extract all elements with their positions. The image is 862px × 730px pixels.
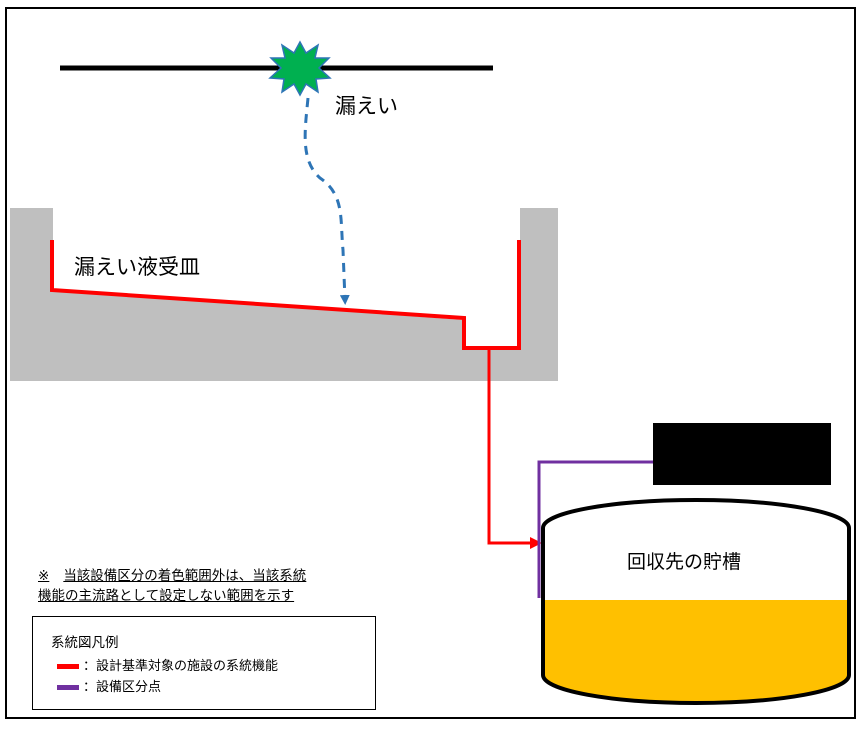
scope-note-line1: ※ 当該設備区分の着色範囲外は、当該系統: [38, 566, 306, 586]
legend-purple-swatch: [57, 685, 79, 690]
scope-note: ※ 当該設備区分の着色範囲外は、当該系統 機能の主流路として設定しない範囲を示す: [38, 566, 306, 606]
drain-system-line: [487, 348, 542, 549]
legend-red-swatch: [57, 664, 79, 669]
redacted-box: [653, 423, 831, 485]
tank-liquid: [543, 600, 849, 703]
legend-title: 系統図凡例: [51, 635, 119, 651]
legend-item-label: ：設備区分点: [83, 680, 162, 695]
legend-box: 系統図凡例 ：設計基準対象の施設の系統機能 ：設備区分点: [32, 616, 376, 710]
leak-label: 漏えい: [335, 94, 398, 118]
recovery-tank-label: 回収先の貯槽: [627, 551, 742, 573]
tray-system-line: [50, 240, 521, 350]
legend-item-boundary-point: ：設備区分点: [57, 676, 161, 695]
scope-note-line2: 機能の主流路として設定しない範囲を示す: [38, 588, 295, 604]
drip-tray-label: 漏えい液受皿: [74, 255, 200, 279]
equipment-boundary-line: [537, 460, 655, 598]
leak-burst-icon: [268, 40, 332, 97]
tank-body: [541, 498, 851, 705]
tray-pit-structure: [10, 208, 558, 381]
legend-item-system-function: ：設計基準対象の施設の系統機能: [57, 655, 278, 674]
leak-path-arrow: [303, 97, 350, 305]
note-text-1: 当該設備区分の着色範囲外は、当該系統: [63, 568, 307, 584]
note-mark: ※: [38, 568, 50, 584]
legend-item-label: ：設計基準対象の施設の系統機能: [83, 659, 279, 674]
